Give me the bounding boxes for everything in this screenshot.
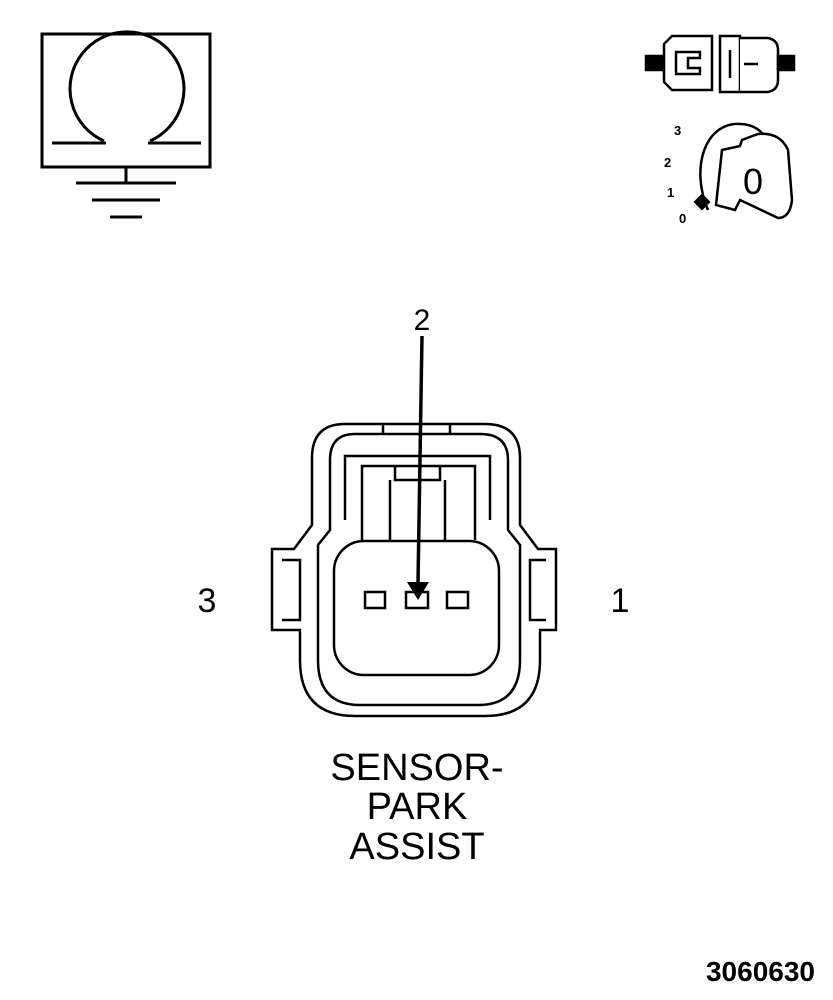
ignition-key-state: 0 (743, 161, 763, 202)
ignition-key-off-icon: 3 2 1 0 0 (664, 122, 794, 226)
ignition-position-1: 1 (667, 185, 674, 200)
connector-label-line1: SENSOR- (330, 747, 503, 789)
ignition-position-0: 0 (679, 211, 686, 226)
connector-label-line2: PARK (367, 786, 468, 828)
pin-3-label: 3 (198, 582, 217, 620)
terminal-3 (363, 590, 387, 610)
disconnected-connector-icon (644, 34, 796, 94)
terminal-1 (445, 590, 470, 610)
ignition-position-2: 2 (664, 155, 671, 170)
figure-id: 3060630 (706, 956, 815, 987)
omega-ground-icon (40, 30, 212, 219)
connector-face (270, 422, 558, 718)
connector-label-line3: ASSIST (349, 826, 484, 868)
pin-2-pointer-arrow (407, 335, 429, 600)
ignition-position-3: 3 (674, 123, 681, 138)
pin-2-label: 2 (414, 304, 431, 337)
pin-1-label: 1 (611, 582, 630, 620)
